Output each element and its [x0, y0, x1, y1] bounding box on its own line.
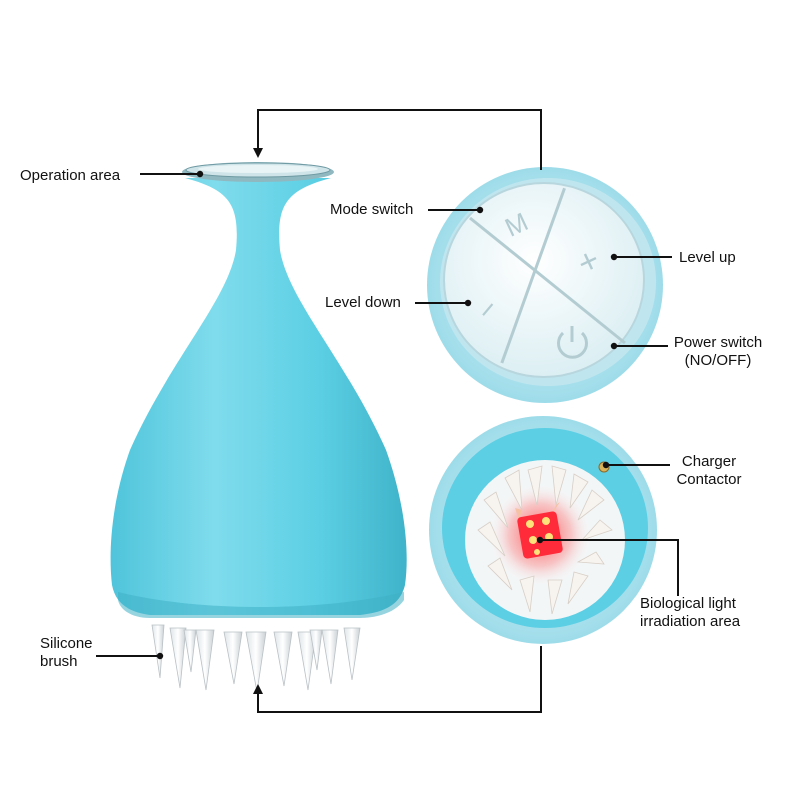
silicone-brush-bristles: [151, 624, 361, 693]
leader-dots: [156, 148, 618, 694]
device-body: [110, 162, 407, 693]
label-bio-line1: Biological light: [640, 595, 736, 612]
brush-zoom-circle: [429, 416, 657, 644]
control-disc: [443, 182, 645, 378]
label-biological-light: Biological light irradiation area: [640, 595, 740, 631]
label-operation-area: Operation area: [20, 167, 121, 184]
label-bio-line2: irradiation area: [640, 613, 741, 630]
label-charger-line2: Contactor: [676, 471, 742, 488]
label-power-switch-line1: Power switch: [673, 334, 763, 351]
led-bristles-tinted: [505, 502, 560, 540]
label-power-switch-line2: (NO/OFF): [684, 352, 752, 369]
label-charger-contactor: Charger Contactor: [668, 453, 750, 489]
label-level-up: Level up: [679, 249, 736, 266]
power-icon: [557, 326, 588, 359]
label-power-switch: Power switch (NO/OFF): [668, 334, 768, 370]
led-icon: [517, 511, 563, 559]
leader-lines: [96, 109, 679, 713]
label-charger-line1: Charger: [681, 453, 737, 470]
button-zoom-circle: M + −: [427, 167, 663, 403]
led-bristles: [477, 465, 613, 615]
label-silicone-line1: Silicone: [40, 635, 93, 652]
label-level-down: Level down: [325, 294, 401, 311]
label-silicone-brush: Silicone brush: [40, 635, 93, 671]
label-mode-switch: Mode switch: [330, 201, 414, 218]
label-silicone-line2: brush: [40, 653, 78, 670]
device-shell: [110, 178, 407, 615]
